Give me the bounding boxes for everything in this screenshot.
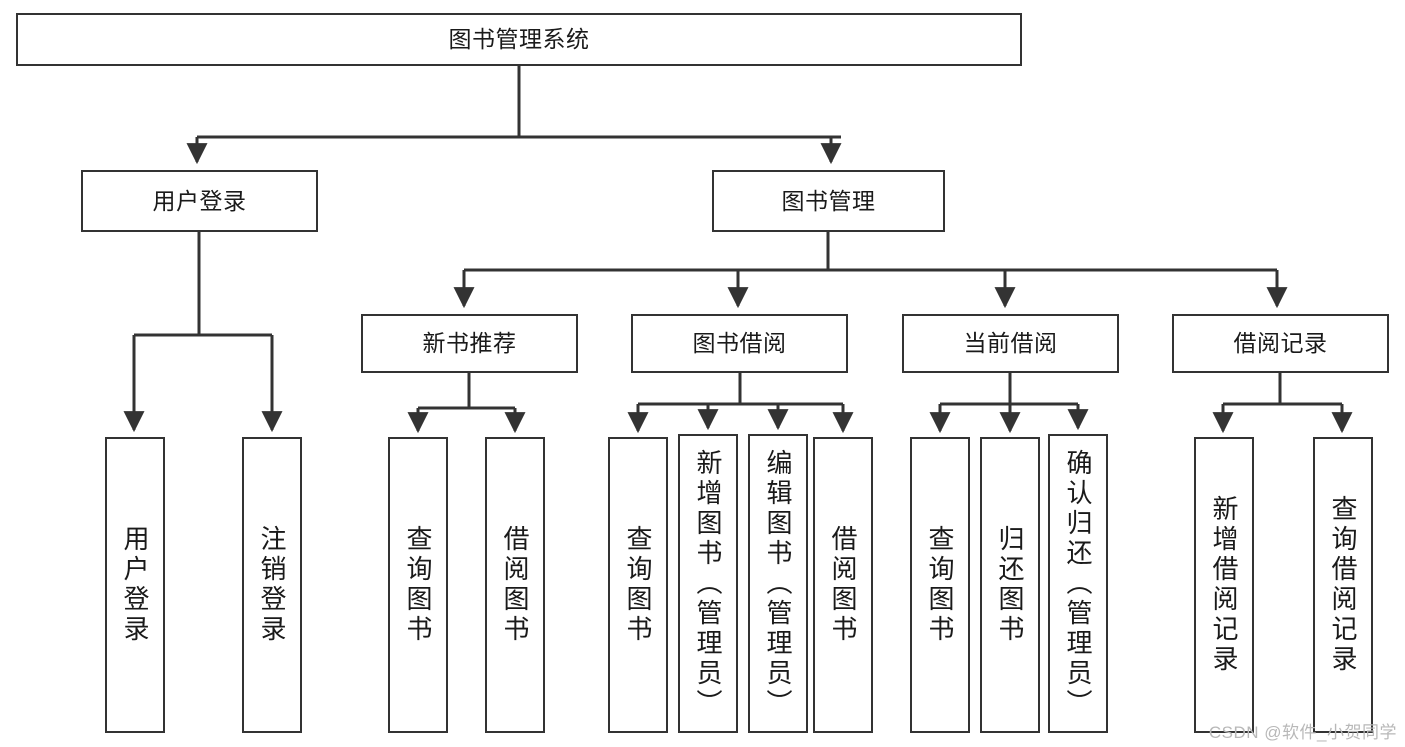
- node-user-login[interactable]: 用户登录: [81, 170, 318, 232]
- node-leaf-add-record[interactable]: 新增借阅记录: [1194, 437, 1254, 733]
- node-leaf-confirm-return[interactable]: 确认归还（管理员）: [1048, 434, 1108, 733]
- node-leaf-logout[interactable]: 注销登录: [242, 437, 302, 733]
- node-leaf-borrow-book-1-label: 借阅图书: [500, 525, 530, 645]
- node-leaf-query-book-3-label: 查询图书: [925, 525, 955, 645]
- node-user-login-label: 用户登录: [152, 187, 247, 214]
- node-leaf-query-record-label: 查询借阅记录: [1328, 495, 1358, 675]
- node-borrow-record-label: 借阅记录: [1233, 330, 1328, 357]
- node-root-label: 图书管理系统: [448, 26, 590, 53]
- node-new-book-rec[interactable]: 新书推荐: [361, 314, 578, 373]
- node-book-manage[interactable]: 图书管理: [712, 170, 945, 232]
- node-leaf-borrow-book-2[interactable]: 借阅图书: [813, 437, 873, 733]
- node-leaf-confirm-return-label: 确认归还（管理员）: [1063, 448, 1093, 719]
- node-new-book-rec-label: 新书推荐: [422, 330, 517, 357]
- node-leaf-borrow-book-1[interactable]: 借阅图书: [485, 437, 545, 733]
- node-leaf-return-book[interactable]: 归还图书: [980, 437, 1040, 733]
- node-book-borrow[interactable]: 图书借阅: [631, 314, 848, 373]
- node-borrow-record[interactable]: 借阅记录: [1172, 314, 1389, 373]
- node-leaf-query-book-2-label: 查询图书: [623, 525, 653, 645]
- node-leaf-user-login-label: 用户登录: [120, 525, 150, 645]
- node-leaf-query-book-2[interactable]: 查询图书: [608, 437, 668, 733]
- node-leaf-query-book-1-label: 查询图书: [403, 525, 433, 645]
- node-book-borrow-label: 图书借阅: [692, 330, 787, 357]
- node-leaf-query-book-1[interactable]: 查询图书: [388, 437, 448, 733]
- node-leaf-logout-label: 注销登录: [257, 525, 287, 645]
- node-leaf-query-record[interactable]: 查询借阅记录: [1313, 437, 1373, 733]
- node-current-borrow-label: 当前借阅: [963, 330, 1058, 357]
- node-leaf-edit-book[interactable]: 编辑图书（管理员）: [748, 434, 808, 733]
- node-leaf-edit-book-label: 编辑图书（管理员）: [763, 448, 793, 719]
- node-book-manage-label: 图书管理: [781, 187, 876, 214]
- node-leaf-add-book[interactable]: 新增图书（管理员）: [678, 434, 738, 733]
- node-root[interactable]: 图书管理系统: [16, 13, 1022, 66]
- watermark-text: CSDN @软件_小贺同学: [1208, 723, 1397, 742]
- node-leaf-add-record-label: 新增借阅记录: [1209, 495, 1239, 675]
- node-leaf-add-book-label: 新增图书（管理员）: [693, 448, 723, 719]
- node-leaf-return-book-label: 归还图书: [995, 525, 1025, 645]
- node-current-borrow[interactable]: 当前借阅: [902, 314, 1119, 373]
- node-leaf-user-login[interactable]: 用户登录: [105, 437, 165, 733]
- node-leaf-borrow-book-2-label: 借阅图书: [828, 525, 858, 645]
- node-leaf-query-book-3[interactable]: 查询图书: [910, 437, 970, 733]
